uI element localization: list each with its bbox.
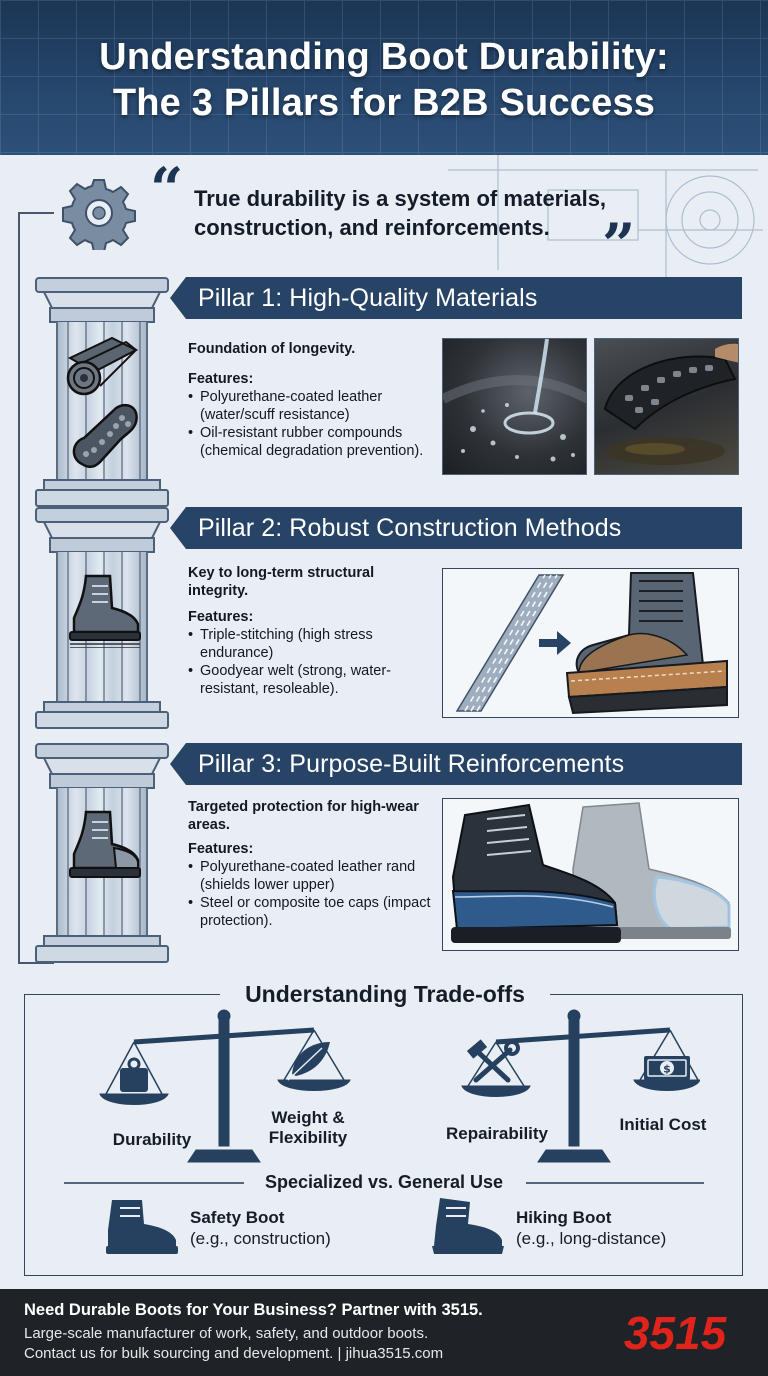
left-bracket-line [18, 212, 20, 964]
pillar-2-banner: Pillar 2: Robust Construction Methods [170, 507, 742, 549]
tradeoffs-title: Understanding Trade-offs [220, 978, 550, 1010]
hammer-wrench-icon [466, 1039, 520, 1083]
pillar-2-description: Key to long-term structural integrity. F… [188, 564, 438, 698]
feature-item: Oil-resistant rubber compounds (chemical… [188, 424, 438, 460]
pillar-3-banner: Pillar 3: Purpose-Built Reinforcements [170, 743, 742, 785]
footer-headline: Need Durable Boots for Your Business? Pa… [24, 1301, 483, 1319]
specialized-title: Specialized vs. General Use [264, 1172, 504, 1192]
scale-repairability-vs-cost: $ [461, 1009, 700, 1163]
rubber-sole-icon [72, 403, 138, 468]
oil-resistant-sole-photo [594, 338, 739, 475]
gear-icon [62, 179, 136, 250]
boot-icon [69, 810, 141, 878]
column-base [35, 701, 169, 729]
footer-banner: Need Durable Boots for Your Business? Pa… [0, 1289, 768, 1376]
rand-and-toe-cap-graphic [451, 802, 731, 943]
hiking-boot-icon [432, 1198, 504, 1254]
triple-stitch-strip [455, 574, 565, 712]
durability-quote: True durability is a system of materials… [194, 186, 607, 240]
safety-boot-icon [106, 1200, 178, 1254]
hiking-boot-subtitle: (e.g., long-distance) [516, 1229, 667, 1248]
feather-icon [287, 1042, 330, 1081]
pillar-3-column [34, 742, 170, 964]
divider-line [526, 1182, 704, 1184]
brand-logo: 3515 [624, 1307, 728, 1359]
column-capital [35, 277, 169, 323]
arrow-right-icon [539, 631, 571, 655]
header-banner: Understanding Boot Durability: The 3 Pil… [0, 0, 768, 155]
safety-boot-subtitle: (e.g., construction) [190, 1229, 331, 1248]
repairability-label: Repairability [445, 1124, 549, 1143]
scale-durability-vs-weight [99, 1009, 351, 1163]
water-droplets-graphic [443, 339, 586, 462]
goodyear-welt-boot [565, 572, 728, 715]
column-capital [35, 507, 169, 553]
water-leather-photo [442, 338, 587, 475]
weight-flexibility-label: Weight &Flexibility [268, 1108, 348, 1147]
left-bracket-top [18, 212, 54, 214]
footer-contact-link[interactable]: Contact us for bulk sourcing and develop… [24, 1345, 444, 1362]
feature-item: Goodyear welt (strong, water-resistant, … [188, 662, 438, 698]
column-base [35, 935, 169, 963]
logo-text: 3515 [624, 1307, 728, 1359]
left-bracket-bottom [18, 962, 54, 964]
construction-illustration [442, 568, 739, 718]
svg-text:$: $ [663, 1063, 671, 1076]
specialized-heading-row: Specialized vs. General Use [64, 1168, 704, 1196]
pillar-1-description: Foundation of longevity. Features: Polyu… [188, 340, 438, 460]
quote-close-mark: ” [602, 211, 636, 279]
weight-icon [120, 1057, 148, 1092]
pillar-2-column [34, 506, 170, 730]
pillar-1-column [34, 276, 170, 508]
boot-icon [69, 574, 141, 648]
quote-open-mark: “ [150, 155, 184, 223]
page-title: Understanding Boot Durability: The 3 Pil… [99, 36, 669, 124]
pillar-3-description: Targeted protection for high-wear areas.… [188, 798, 438, 930]
column-capital [35, 743, 169, 789]
initial-cost-label: Initial Cost [619, 1115, 707, 1134]
pillar-1-banner: Pillar 1: High-Quality Materials [170, 277, 742, 319]
header-blueprint-grid [0, 0, 768, 155]
stitching-and-welt-graphic [455, 572, 728, 715]
reinforcement-illustration [442, 798, 739, 951]
feature-item: Polyurethane-coated leather (water/scuff… [188, 388, 438, 424]
safety-boot-name: Safety Boot [190, 1208, 285, 1227]
divider-line [64, 1182, 244, 1184]
feature-item: Polyurethane-coated leather rand (shield… [188, 858, 438, 894]
blueprint-gear-decoration [448, 155, 763, 280]
hiking-boot-name: Hiking Boot [516, 1208, 612, 1227]
leather-roll-icon [66, 336, 139, 396]
rand-boot [451, 803, 621, 943]
footer-description: Large-scale manufacturer of work, safety… [24, 1325, 429, 1342]
column-base [35, 479, 169, 507]
durability-label: Durability [112, 1130, 192, 1149]
feature-item: Triple-stitching (high stress endurance) [188, 626, 438, 662]
rubber-sole-in-oil-graphic [603, 343, 738, 465]
dollar-bill-icon: $ [644, 1056, 690, 1080]
feature-item: Steel or composite toe caps (impact prot… [188, 894, 438, 930]
